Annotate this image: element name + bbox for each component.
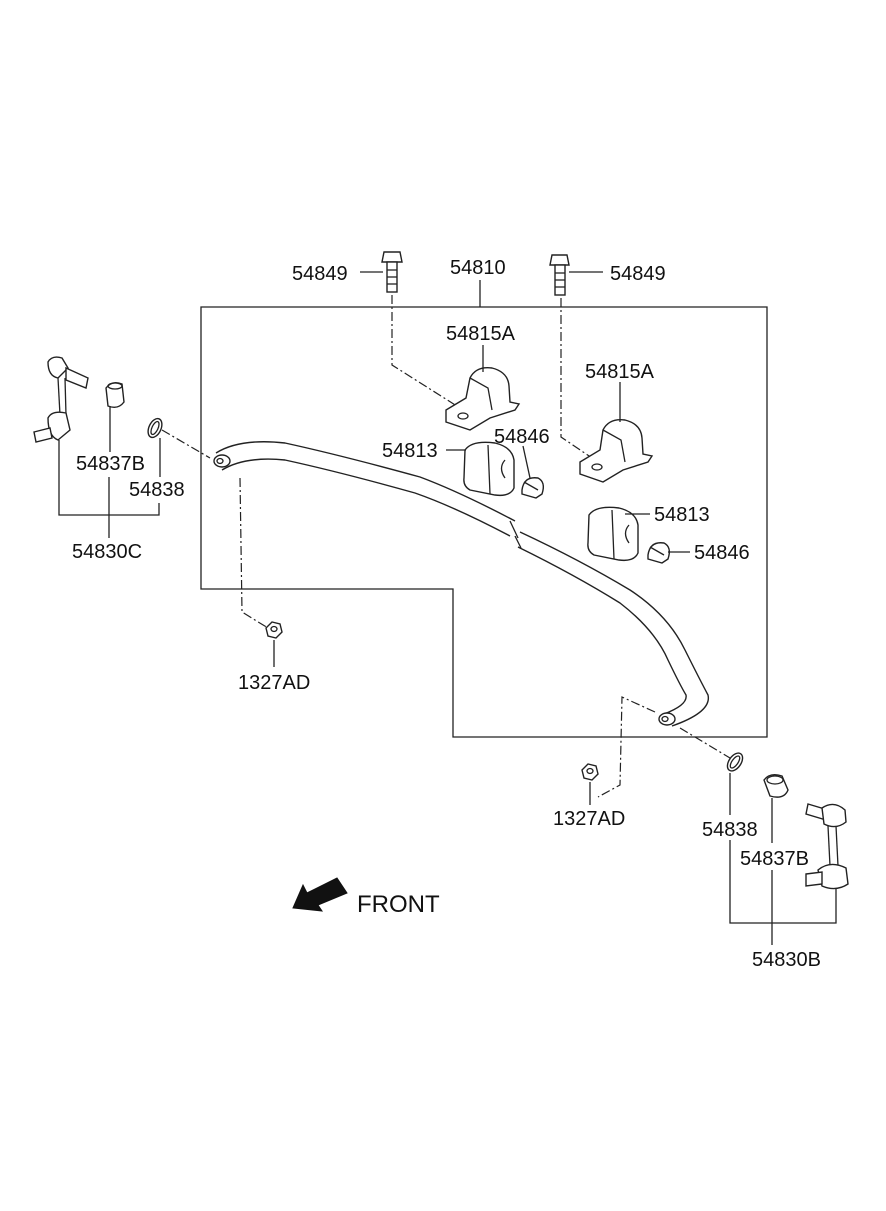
link-left-ring (147, 417, 163, 439)
assembly-outline (200, 306, 768, 738)
link-right-ring (726, 752, 744, 772)
label-bolt-left: 54849 (292, 263, 348, 285)
clip-left (521, 477, 545, 499)
bracket-right (579, 419, 654, 483)
stabilizer-bar (213, 441, 710, 727)
label-bracket-right: 54815A (585, 361, 655, 383)
clip-right (647, 542, 671, 564)
label-bracket-left: 54815A (446, 323, 516, 345)
link-right-bushing (763, 773, 789, 798)
label-nut-left: 1327AD (238, 672, 310, 694)
label-link-left-assy: 54830C (72, 541, 142, 563)
label-clip-left: 54846 (494, 426, 550, 448)
link-left-bushing (105, 381, 125, 409)
label-link-right-ring: 54838 (702, 819, 758, 841)
label-link-right-assy: 54830B (752, 949, 821, 971)
label-clip-right: 54846 (694, 542, 750, 564)
link-right-assy-bracket (729, 840, 837, 945)
label-nut-right: 1327AD (553, 808, 625, 830)
link-left-assy-bracket (58, 440, 160, 538)
label-link-left-bush: 54837B (76, 453, 145, 475)
label-link-left-ring: 54838 (129, 479, 185, 501)
bolt-left (381, 251, 403, 293)
label-link-right-bush: 54837B (740, 848, 809, 870)
label-front: FRONT (357, 891, 440, 918)
label-bushing-right: 54813 (654, 504, 710, 526)
bar-left-guide-to-ring (161, 429, 211, 459)
label-assembly: 54810 (450, 257, 506, 279)
link-left (33, 356, 89, 443)
bar-right-guide-to-nut (597, 696, 656, 798)
bar-left-guide-to-nut (239, 477, 269, 629)
bolt-left-guide (391, 295, 461, 409)
nut-right (581, 763, 599, 781)
link-right (805, 803, 849, 890)
bolt-right-guide (560, 298, 596, 461)
bushing-right (587, 506, 639, 562)
bar-right-guide-to-ring (679, 727, 731, 759)
label-bolt-right: 54849 (610, 263, 666, 285)
bracket-left (445, 367, 521, 431)
bushing-left (463, 441, 515, 497)
nut-left (265, 621, 283, 639)
label-bushing-left: 54813 (382, 440, 438, 462)
bolt-right (549, 254, 570, 296)
arrow-down-left-icon (292, 877, 348, 912)
